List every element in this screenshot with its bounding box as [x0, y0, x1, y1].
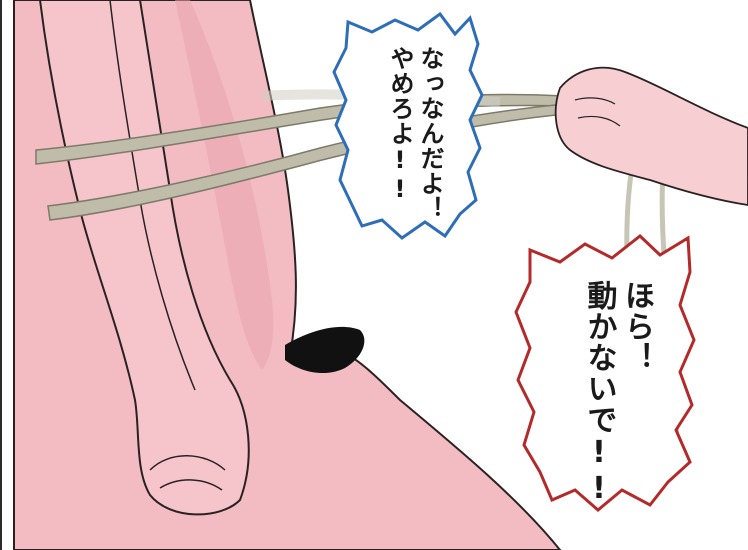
speech-bubble-red: [514, 234, 696, 512]
speech-text-blue: なっなんだよ！ やめろよ!!: [386, 46, 444, 221]
hand-finger-lines: [574, 97, 621, 127]
speech-bubble-blue: [332, 11, 484, 240]
dark-object: [285, 326, 365, 374]
pulling-hand: [554, 66, 748, 206]
speech-text-red: ほら！ 動かないで!!: [581, 280, 655, 507]
fist-detail: [149, 455, 226, 491]
